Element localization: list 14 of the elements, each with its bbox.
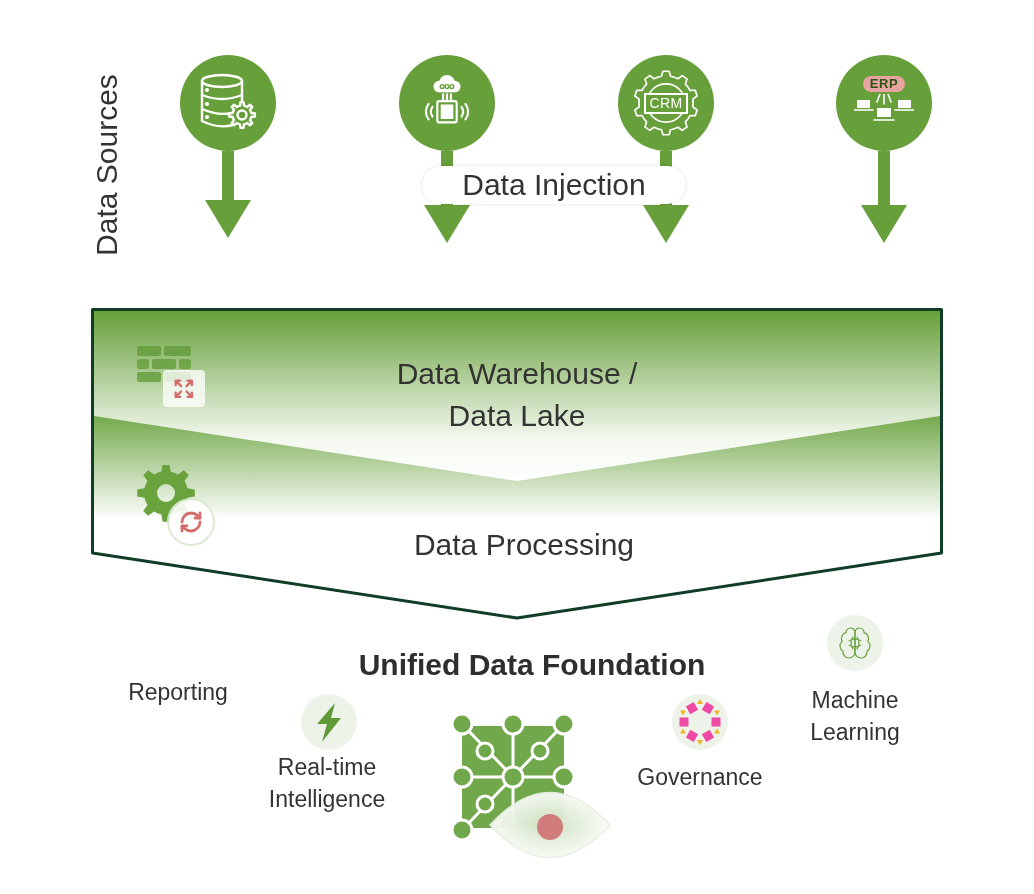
icon-text: CRM — [643, 92, 689, 114]
capability-label: Governance — [636, 763, 764, 792]
chevron-band — [91, 308, 943, 620]
capability-label: Machine Learning — [809, 686, 901, 747]
stage-label: Data Injection — [422, 166, 686, 204]
section-label: Data Sources — [89, 74, 124, 256]
arrow — [205, 151, 251, 238]
capability-label: Reporting — [127, 678, 229, 707]
section-heading: Unified Data Foundation — [357, 647, 707, 683]
cloud-icon-text: ERP — [862, 76, 906, 92]
arrow — [861, 151, 907, 243]
capability-label: Real-time Intelligence — [267, 753, 387, 814]
stage-title: Data Warehouse / Data Lake — [395, 356, 639, 434]
stage-title: Data Processing — [412, 527, 636, 563]
